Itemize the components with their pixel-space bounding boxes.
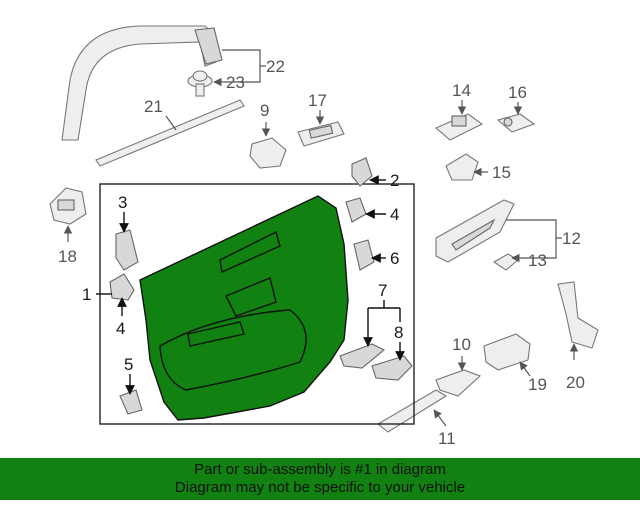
callout-20[interactable]: 20: [566, 373, 585, 392]
part-20-bracket: [557, 281, 599, 349]
part-9-bracket: [249, 137, 287, 169]
part-8-handle: [371, 355, 413, 381]
callout-1[interactable]: 1: [82, 285, 91, 304]
callout-7[interactable]: 7: [378, 281, 387, 300]
callout-23[interactable]: 23: [226, 73, 245, 92]
callout-4-upper[interactable]: 4: [390, 205, 399, 224]
part-1-door-trim-panel[interactable]: [139, 195, 349, 421]
leader-lines: [63, 49, 579, 427]
callout-10[interactable]: 10: [452, 335, 471, 354]
part-3-switch: [115, 229, 139, 271]
callout-8[interactable]: 8: [394, 323, 403, 342]
part-14-switch: [434, 113, 484, 141]
part-13-clip: [492, 253, 519, 271]
info-banner-line-2: Diagram may not be specific to your vehi…: [174, 479, 466, 496]
callout-19[interactable]: 19: [528, 375, 547, 394]
part-16-switch: [496, 113, 536, 133]
callout-18[interactable]: 18: [58, 247, 77, 266]
callout-2[interactable]: 2: [390, 171, 399, 190]
callout-numbers: 22 23 21 9 17 14 16 15 18 12 13 20 19 10…: [58, 57, 585, 448]
callout-11[interactable]: 11: [438, 429, 456, 448]
info-banner-line-1: Part or sub-assembly is #1 in diagram: [194, 461, 446, 478]
part-4-clip-lower: [109, 273, 135, 301]
callout-17[interactable]: 17: [308, 91, 327, 110]
part-19-pocket: [483, 333, 531, 371]
callout-21[interactable]: 21: [144, 97, 163, 116]
part-18-bracket: [49, 187, 87, 225]
callout-3[interactable]: 3: [118, 193, 127, 212]
callout-14[interactable]: 14: [452, 81, 471, 100]
part-4-clip-upper: [345, 197, 367, 223]
callout-4-lower[interactable]: 4: [116, 319, 125, 338]
callout-9[interactable]: 9: [260, 101, 269, 120]
info-banner: Part or sub-assembly is #1 in diagram Di…: [0, 458, 640, 500]
part-23-clip: [187, 70, 213, 97]
part-2-clip: [351, 157, 373, 187]
part-21-belt-strip: [95, 99, 245, 167]
door-trim-exploded-diagram: 22 23 21 9 17 14 16 15 18 12 13 20 19 10…: [49, 25, 599, 448]
callout-5[interactable]: 5: [124, 355, 133, 374]
callout-12[interactable]: 12: [562, 229, 581, 248]
part-5-clip: [119, 389, 143, 415]
callout-22[interactable]: 22: [266, 57, 285, 76]
callout-15[interactable]: 15: [492, 163, 511, 182]
callout-6[interactable]: 6: [390, 249, 399, 268]
part-15-button: [445, 153, 479, 181]
part-11-trim-strip: [377, 389, 448, 433]
part-6-clip: [353, 239, 375, 271]
part-12-armrest-panel: [435, 199, 515, 263]
part-17-switch-panel: [297, 121, 345, 147]
part-22-frame-molding: [61, 25, 223, 141]
assembly-box: [99, 183, 415, 425]
callout-16[interactable]: 16: [508, 83, 527, 102]
callout-13[interactable]: 13: [528, 251, 547, 270]
part-10-trim: [435, 369, 482, 397]
